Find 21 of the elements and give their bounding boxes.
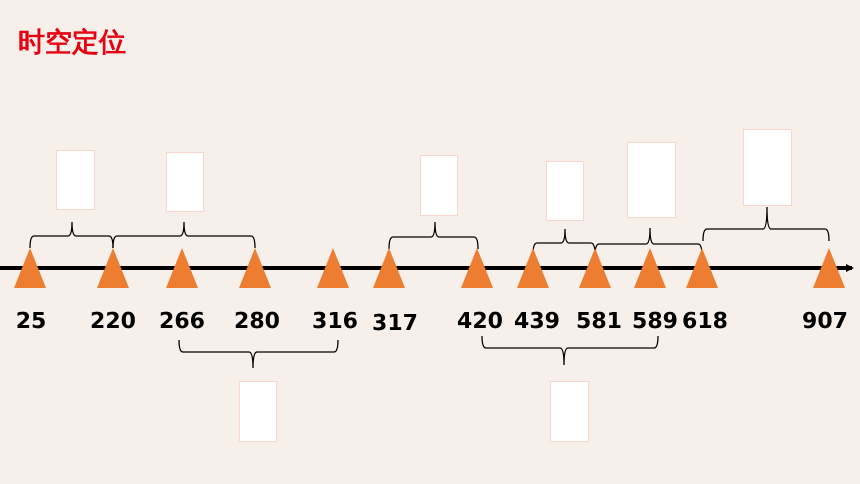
year-label: 220 <box>90 309 136 335</box>
year-label: 907 <box>802 309 848 335</box>
answer-box <box>627 142 676 218</box>
answer-box <box>550 381 589 442</box>
title: 时空定位 <box>18 26 126 60</box>
answer-box <box>546 161 584 221</box>
year-label: 618 <box>682 309 728 335</box>
year-label: 316 <box>312 309 358 335</box>
answer-box <box>743 129 792 206</box>
year-label: 581 <box>576 309 622 335</box>
year-label: 589 <box>632 309 678 335</box>
year-label: 439 <box>514 309 560 335</box>
answer-box <box>56 150 95 210</box>
answer-box <box>239 381 277 442</box>
year-label: 280 <box>234 309 280 335</box>
year-label: 420 <box>457 309 503 335</box>
year-label: 317 <box>372 311 418 337</box>
answer-box <box>166 152 204 212</box>
year-label: 25 <box>16 309 46 335</box>
answer-box <box>420 155 458 216</box>
year-label: 266 <box>159 309 205 335</box>
